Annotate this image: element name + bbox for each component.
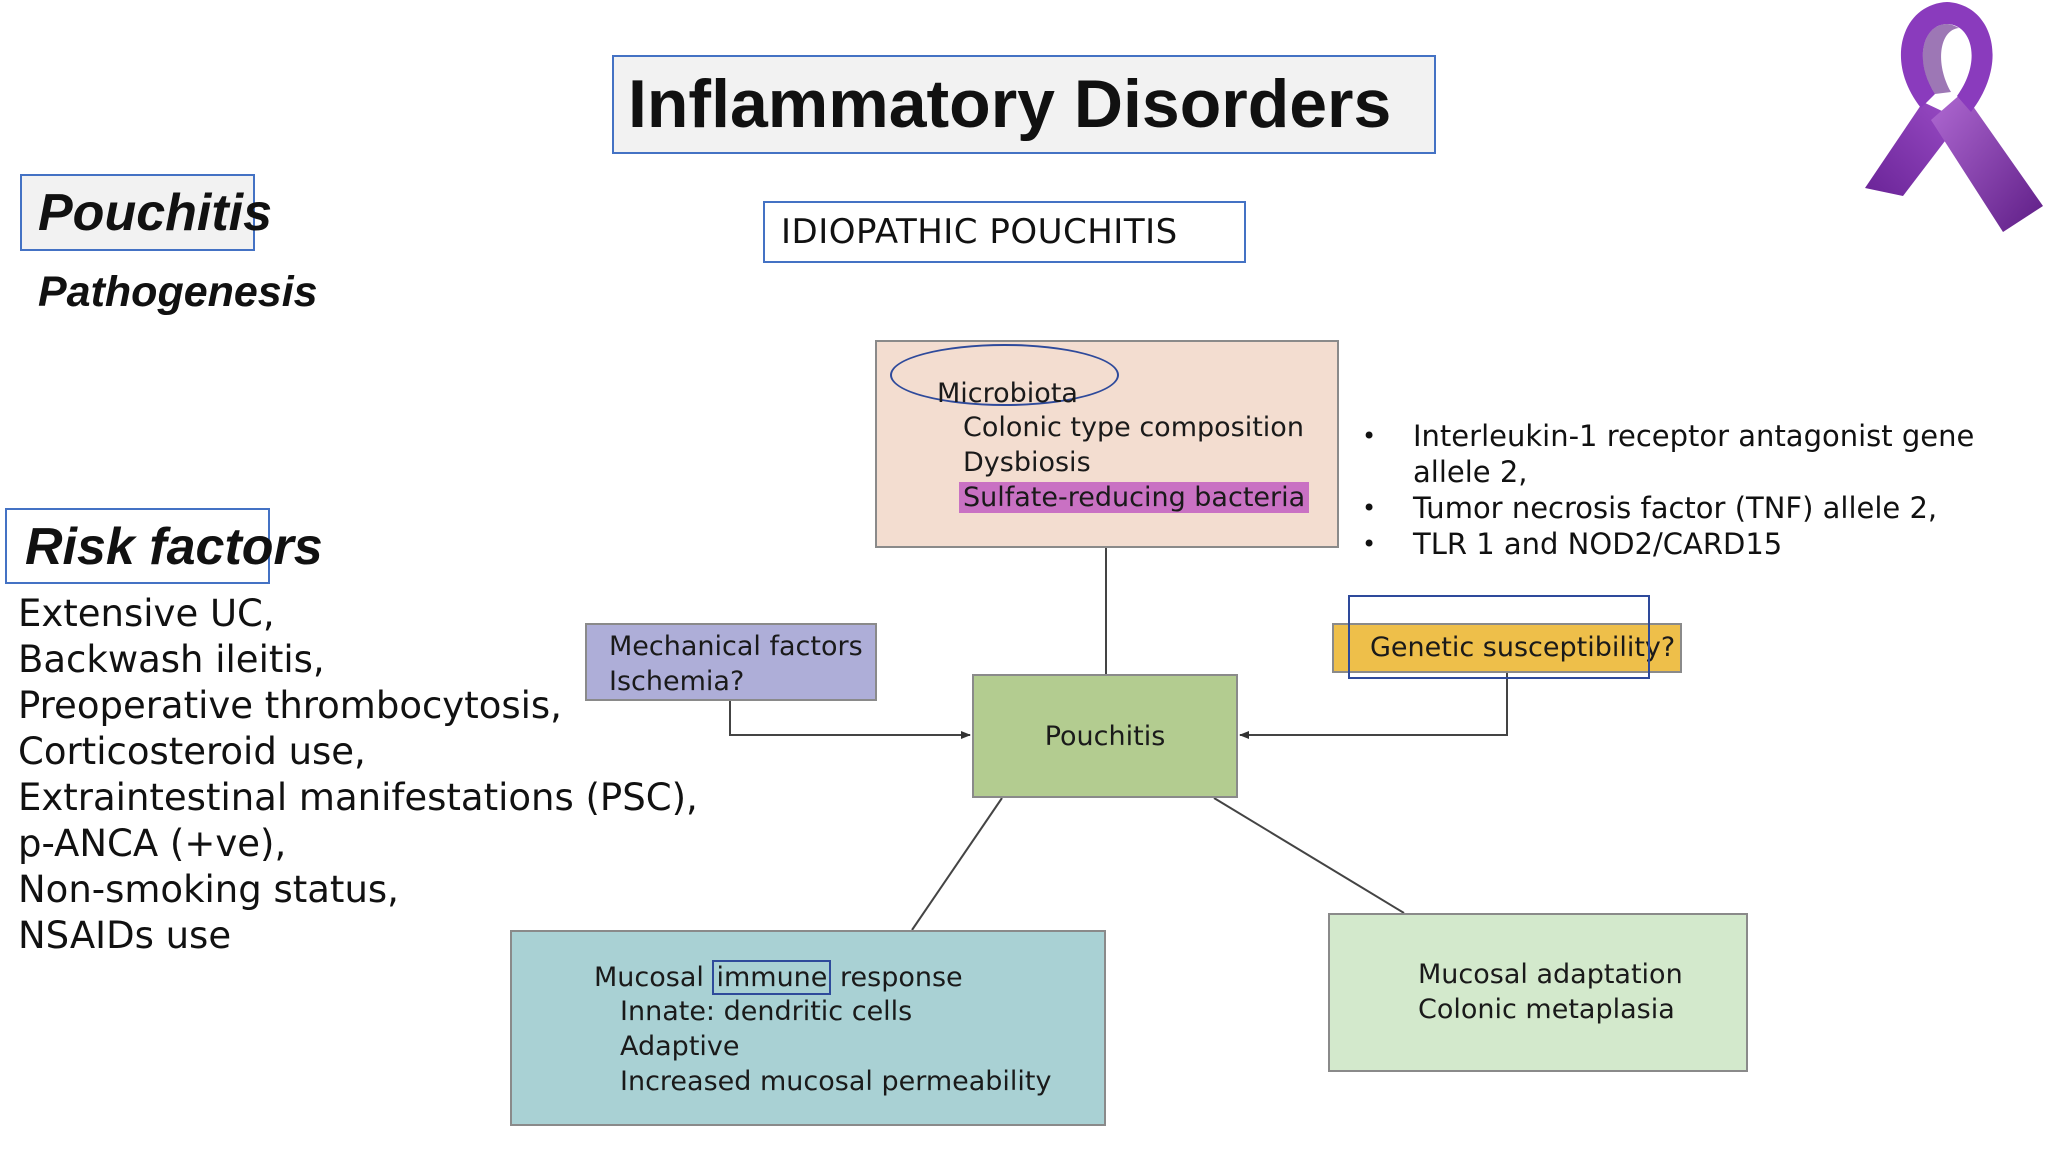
adaptation-line: Mucosal adaptation: [1418, 959, 1683, 990]
gene-item: Tumor necrosis factor (TNF) allele 2,: [1362, 490, 2042, 526]
mucosal-immune-box: Mucosal immune response Innate: dendriti…: [510, 930, 1106, 1126]
risk-factor-item: p-ANCA (+ve),: [18, 822, 287, 865]
microbiota-item: Dysbiosis: [963, 447, 1091, 478]
pouchitis-center-label: Pouchitis: [1044, 720, 1166, 752]
risk-factor-item: Extensive UC,: [18, 592, 275, 635]
awareness-ribbon-icon: [1865, 2, 2043, 232]
gene-item: Interleukin-1 receptor antagonist gene a…: [1362, 418, 2042, 490]
risk-factor-item: Non-smoking status,: [18, 868, 399, 911]
mechanical-line: Ischemia?: [609, 666, 745, 697]
connector-pouchitis-immune: [911, 797, 1003, 931]
microbiota-circle-annotation: [890, 344, 1119, 406]
microbiota-box: Microbiota Colonic type composition Dysb…: [875, 340, 1339, 548]
risk-factors-heading: Risk factors: [5, 508, 323, 584]
mucosal-adaptation-box: Mucosal adaptation Colonic metaplasia: [1328, 913, 1748, 1072]
immune-title-post: response: [831, 962, 963, 993]
immune-title: Mucosal immune response: [594, 960, 963, 995]
immune-item: Adaptive: [620, 1031, 740, 1062]
microbiota-items: Colonic type composition Dysbiosis Sulfa…: [959, 410, 1310, 515]
gene-item: TLR 1 and NOD2/CARD15: [1362, 526, 2042, 562]
immune-title-pre: Mucosal: [594, 962, 713, 993]
microbiota-title: Microbiota: [937, 378, 1078, 409]
mechanical-line: Mechanical factors: [609, 631, 863, 662]
genetic-susceptibility-box: Genetic susceptibility?: [1332, 623, 1682, 673]
risk-factor-item: Preoperative thrombocytosis,: [18, 684, 562, 727]
risk-factor-item: NSAIDs use: [18, 914, 232, 957]
genetic-factors-list: Interleukin-1 receptor antagonist gene a…: [1362, 418, 2042, 562]
risk-factor-item: Backwash ileitis,: [18, 638, 325, 681]
risk-factor-item: Corticosteroid use,: [18, 730, 366, 773]
microbiota-highlighted-item: Sulfate-reducing bacteria: [959, 482, 1310, 513]
pouchitis-heading: Pouchitis: [20, 174, 272, 251]
connector-mechanical-pouchitis: [729, 701, 971, 739]
immune-item: Increased mucosal permeability: [620, 1066, 1052, 1097]
slide-title: Inflammatory Disorders: [612, 55, 1436, 154]
immune-highlighted-word: immune: [712, 960, 832, 995]
mechanical-factors-box: Mechanical factors Ischemia?: [585, 623, 877, 701]
immune-items: Innate: dendritic cells Adaptive Increas…: [620, 994, 1052, 1099]
pouchitis-center-box: Pouchitis: [972, 674, 1238, 798]
genetic-highlight-frame: [1348, 595, 1650, 679]
risk-factors-list: Extensive UC, Backwash ileitis, Preopera…: [18, 591, 698, 959]
risk-factor-item: Extraintestinal manifestations (PSC),: [18, 776, 698, 819]
connector-pouchitis-adaptation: [1213, 797, 1405, 914]
adaptation-line: Colonic metaplasia: [1418, 994, 1675, 1025]
pathogenesis-subheading: Pathogenesis: [38, 268, 318, 316]
diagram-subtitle: IDIOPATHIC POUCHITIS: [763, 201, 1246, 263]
microbiota-item: Colonic type composition: [963, 412, 1304, 443]
immune-item: Innate: dendritic cells: [620, 996, 913, 1027]
connector-genetic-pouchitis: [1239, 673, 1508, 739]
